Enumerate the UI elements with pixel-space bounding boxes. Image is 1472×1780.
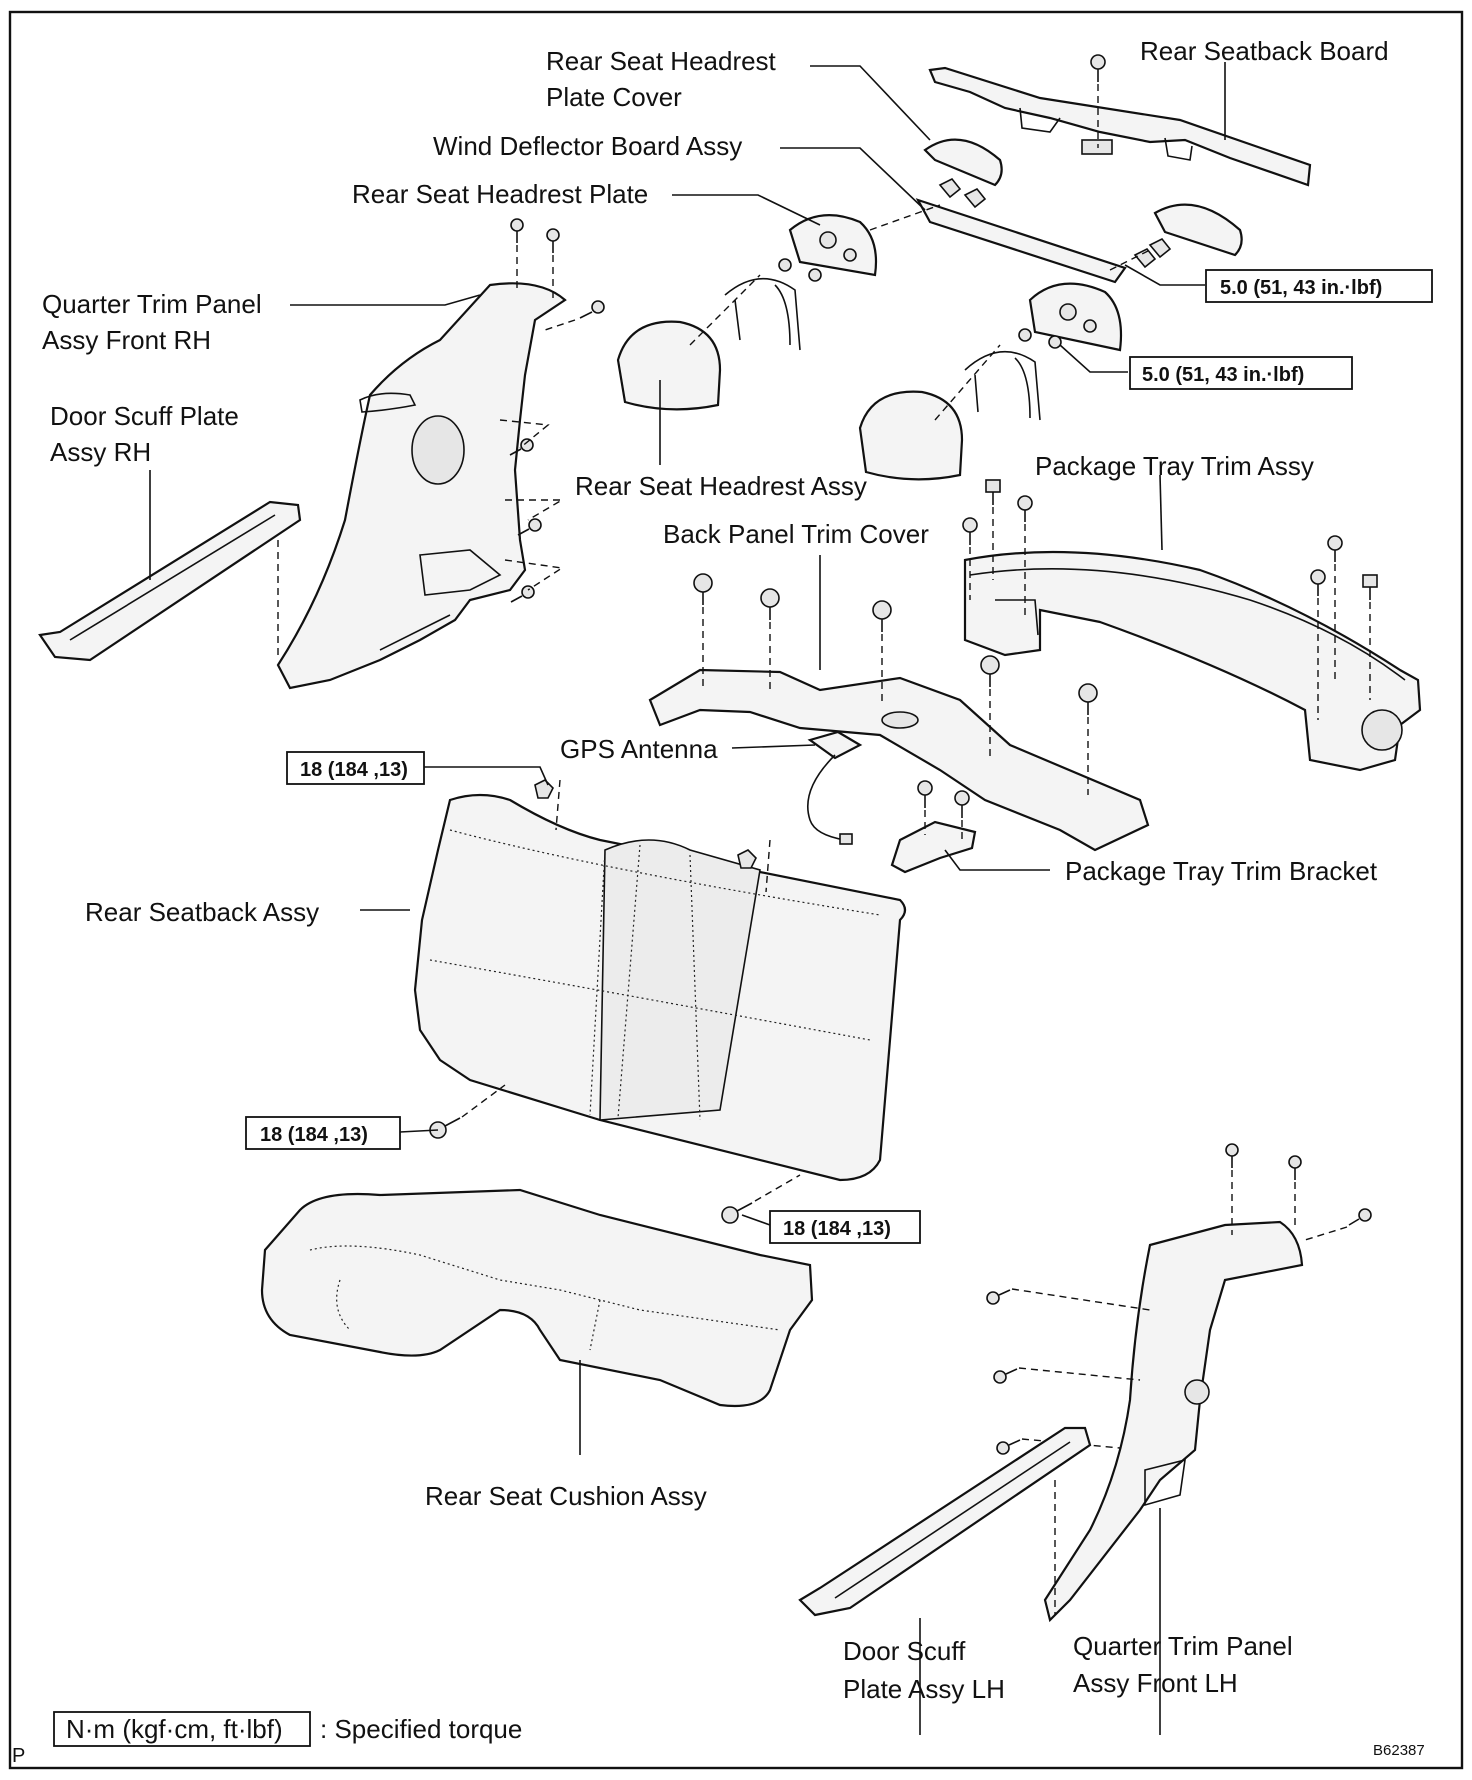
label-package-tray-trim-assy: Package Tray Trim Assy — [1035, 451, 1314, 481]
svg-text:5.0 (51, 43 in.·lbf): 5.0 (51, 43 in.·lbf) — [1142, 364, 1304, 386]
rear-seat-headrest-left-part — [616, 277, 801, 411]
svg-text:5.0 (51, 43 in.·lbf): 5.0 (51, 43 in.·lbf) — [1220, 277, 1382, 299]
torque-box-seatback-lower-right: 18 (184 ,13) — [769, 1210, 921, 1244]
label-rear-seatback-assy: Rear Seatback Assy — [85, 897, 319, 927]
headrest-plate-cover-right-part — [1153, 203, 1243, 257]
bolt-icon — [954, 790, 970, 818]
label-rear-seat-headrest-plate-cover-1: Rear Seat Headrest — [546, 46, 777, 76]
bolt-icon — [986, 1289, 1011, 1305]
bolt-icon — [579, 300, 605, 319]
bolt-icon — [993, 1368, 1018, 1384]
label-rear-seatback-board: Rear Seatback Board — [1140, 36, 1389, 66]
label-quarter-trim-panel-rh-2: Assy Front RH — [42, 325, 211, 355]
clip-icon — [760, 588, 780, 620]
bolt-icon — [429, 1117, 461, 1139]
clip-icon — [1078, 683, 1098, 715]
label-quarter-trim-panel-lh-1: Quarter Trim Panel — [1073, 1631, 1293, 1661]
bolt-icon — [1362, 574, 1378, 600]
torque-box-headrest-plate-lower: 5.0 (51, 43 in.·lbf) — [1129, 356, 1353, 390]
bolt-icon — [1348, 1208, 1372, 1226]
torque-box-headrest-plate-upper: 5.0 (51, 43 in.·lbf) — [1205, 269, 1433, 303]
clip-icon — [872, 600, 892, 632]
nut-icon — [737, 849, 757, 869]
bolt-icon — [1090, 54, 1106, 82]
gps-antenna-part — [806, 730, 863, 845]
bolt-icon — [509, 438, 534, 456]
door-scuff-plate-lh-part — [798, 1426, 1092, 1617]
label-rear-seat-headrest-plate: Rear Seat Headrest Plate — [352, 179, 648, 209]
label-quarter-trim-panel-lh-2: Assy Front LH — [1073, 1668, 1238, 1698]
bolt-icon — [985, 479, 1001, 505]
bolt-icon — [510, 218, 524, 243]
bolt-icon — [962, 517, 978, 545]
label-gps-antenna: GPS Antenna — [560, 734, 718, 764]
legend-unit-box: N·m (kgf·cm, ft·lbf) — [66, 1714, 283, 1744]
bolt-icon — [510, 585, 535, 603]
label-door-scuff-plate-rh-1: Door Scuff Plate — [50, 401, 239, 431]
label-door-scuff-plate-lh-2: Plate Assy LH — [843, 1674, 1005, 1704]
bolt-icon — [917, 780, 933, 808]
label-quarter-trim-panel-rh-1: Quarter Trim Panel — [42, 289, 262, 319]
label-door-scuff-plate-lh-1: Door Scuff — [843, 1636, 966, 1666]
bolt-icon — [1310, 569, 1326, 596]
quarter-trim-panel-rh-part — [276, 282, 567, 690]
door-scuff-plate-rh-part — [38, 500, 302, 662]
package-tray-trim-assy-part — [963, 550, 1422, 772]
bolt-icon — [1017, 495, 1033, 522]
bolt-icon — [721, 1202, 753, 1224]
back-panel-trim-cover-part — [648, 668, 1150, 852]
label-rear-seat-cushion-assy: Rear Seat Cushion Assy — [425, 1481, 707, 1511]
torque-legend: N·m (kgf·cm, ft·lbf) : Specified torque — [53, 1711, 522, 1747]
corner-mark: P — [12, 1745, 25, 1767]
legend-text: : Specified torque — [320, 1714, 522, 1744]
label-wind-deflector-board-assy: Wind Deflector Board Assy — [433, 131, 742, 161]
headrest-plate-cover-left-part — [923, 138, 1003, 187]
rear-seat-cushion-assy-part — [260, 1188, 814, 1408]
headrest-plate-right-part — [1028, 282, 1123, 352]
bolt-icon — [1225, 1143, 1239, 1168]
rear-seat-headrest-right-part — [858, 350, 1041, 481]
quarter-trim-panel-lh-part — [1043, 1220, 1304, 1623]
label-package-tray-trim-bracket: Package Tray Trim Bracket — [1065, 856, 1378, 886]
bolt-icon — [1327, 535, 1343, 562]
clip-icon — [980, 655, 1000, 687]
package-tray-trim-bracket-part — [890, 820, 977, 874]
label-back-panel-trim-cover: Back Panel Trim Cover — [663, 519, 929, 549]
clip-icon — [693, 573, 713, 605]
label-rear-seat-headrest-assy: Rear Seat Headrest Assy — [575, 471, 867, 501]
svg-text:18 (184 ,13): 18 (184 ,13) — [260, 1124, 368, 1146]
wind-deflector-board-part — [915, 177, 1172, 284]
bolt-icon — [546, 228, 560, 253]
bolt-icon — [1288, 1155, 1302, 1180]
figure-id: B62387 — [1373, 1742, 1425, 1759]
svg-text:18 (184 ,13): 18 (184 ,13) — [300, 759, 408, 781]
rear-seatback-board-part — [928, 66, 1312, 187]
headrest-plate-left-part — [788, 214, 878, 277]
label-door-scuff-plate-rh-2: Assy RH — [50, 437, 151, 467]
bolt-icon — [996, 1439, 1021, 1455]
torque-box-seatback-top: 18 (184 ,13) — [286, 751, 425, 785]
nut-icon — [534, 779, 554, 799]
bolt-icon — [517, 518, 542, 536]
torque-box-seatback-lower-left: 18 (184 ,13) — [245, 1116, 401, 1150]
svg-text:18 (184 ,13): 18 (184 ,13) — [783, 1218, 891, 1240]
rear-seatback-assy-part — [413, 793, 907, 1182]
label-rear-seat-headrest-plate-cover-2: Plate Cover — [546, 82, 682, 112]
diagram-frame — [8, 10, 1464, 1770]
